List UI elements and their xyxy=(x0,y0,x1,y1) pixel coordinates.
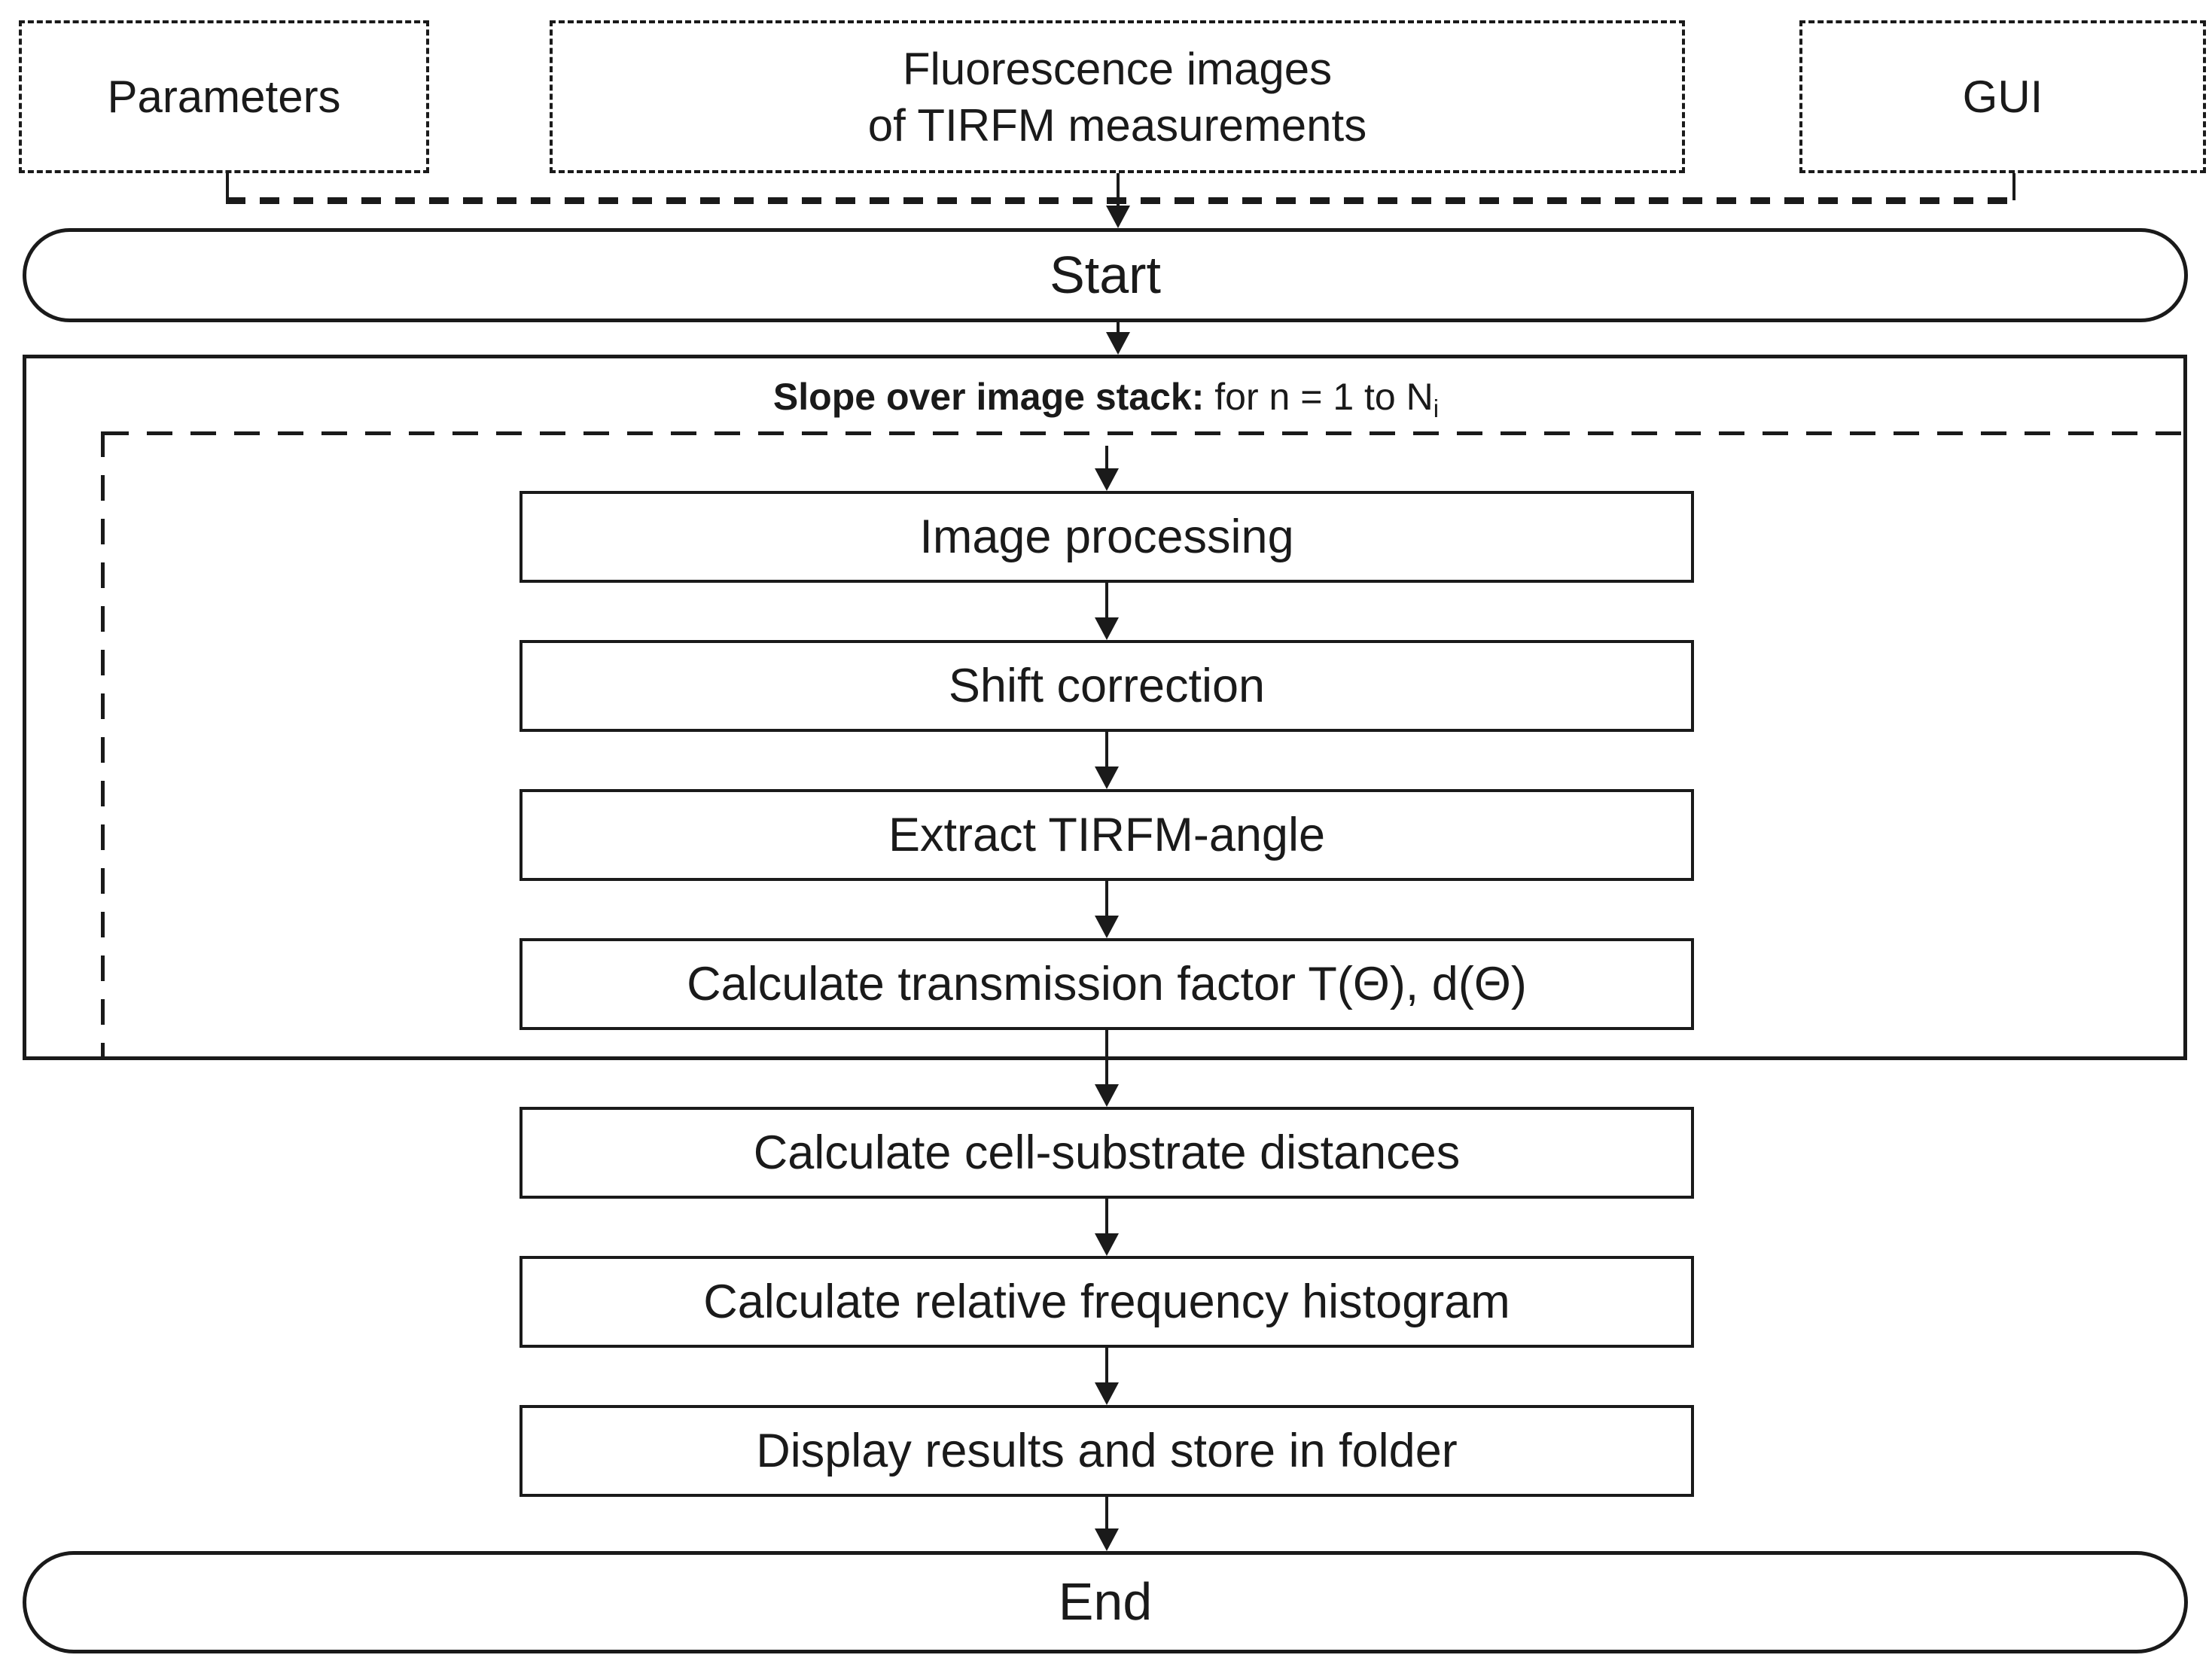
start-label: Start xyxy=(1050,245,1161,304)
arrow-display-results-to-end xyxy=(1105,1497,1108,1528)
arrow-loop-title-to-image-processing xyxy=(1105,446,1108,468)
step-box-image-processing: Image processing xyxy=(519,491,1694,583)
arrow-extract-angle-to-transmission-factor xyxy=(1105,881,1108,916)
connector-tick-gui xyxy=(2012,173,2015,200)
loop-title: Slope over image stack: for n = 1 to Ni xyxy=(0,370,2212,423)
input-box-fluorescence-images: Fluorescence images of TIRFM measurement… xyxy=(550,20,1685,173)
step-label-extract-tirfm-angle: Extract TIRFM-angle xyxy=(888,808,1325,861)
arrow-inputs-to-start xyxy=(1117,173,1120,206)
loop-title-bold: Slope over image stack: xyxy=(772,376,1205,418)
arrow-histogram-to-display-results xyxy=(1105,1348,1108,1382)
post-label-cell-substrate-distances: Calculate cell-substrate distances xyxy=(753,1126,1461,1179)
arrow-shift-correction-to-extract-angle xyxy=(1105,732,1108,766)
connector-dashed-line xyxy=(226,197,2017,204)
input-box-parameters: Parameters xyxy=(19,20,429,173)
step-box-transmission-factor: Calculate transmission factor T(Θ), d(Θ) xyxy=(519,938,1694,1030)
end-label: End xyxy=(1058,1572,1153,1632)
loop-title-text: Slope over image stack: for n = 1 to Ni xyxy=(772,375,1440,422)
end-terminal: End xyxy=(23,1551,2188,1653)
post-label-relative-frequency-histogram: Calculate relative frequency histogram xyxy=(703,1275,1510,1328)
arrow-image-processing-to-shift-correction xyxy=(1105,583,1108,617)
parameters-label: Parameters xyxy=(107,72,341,122)
step-box-extract-tirfm-angle: Extract TIRFM-angle xyxy=(519,789,1694,881)
input-box-gui: GUI xyxy=(1799,20,2206,173)
loop-title-rest: for n = 1 to N xyxy=(1204,376,1434,418)
post-box-relative-frequency-histogram: Calculate relative frequency histogram xyxy=(519,1256,1694,1348)
step-label-image-processing: Image processing xyxy=(919,510,1294,563)
fluorescence-label-line2: of TIRFM measurements xyxy=(867,99,1367,151)
connector-tick-parameters xyxy=(226,173,229,200)
loop-dashed-left-line xyxy=(101,431,105,1060)
step-box-shift-correction: Shift correction xyxy=(519,640,1694,732)
start-terminal: Start xyxy=(23,228,2188,322)
gui-label: GUI xyxy=(1962,72,2043,122)
arrow-loop-to-cell-substrate xyxy=(1105,1030,1108,1084)
step-label-transmission-factor: Calculate transmission factor T(Θ), d(Θ) xyxy=(687,957,1527,1010)
arrow-start-to-loop xyxy=(1117,322,1120,332)
loop-title-subscript: i xyxy=(1433,395,1440,422)
fluorescence-label-line1: Fluorescence images xyxy=(902,43,1333,94)
step-label-shift-correction: Shift correction xyxy=(948,659,1266,712)
arrow-cell-substrate-to-histogram xyxy=(1105,1199,1108,1233)
post-box-cell-substrate-distances: Calculate cell-substrate distances xyxy=(519,1107,1694,1199)
loop-dashed-top-line xyxy=(103,431,2187,435)
post-label-display-results: Display results and store in folder xyxy=(756,1424,1458,1477)
post-box-display-results: Display results and store in folder xyxy=(519,1405,1694,1497)
